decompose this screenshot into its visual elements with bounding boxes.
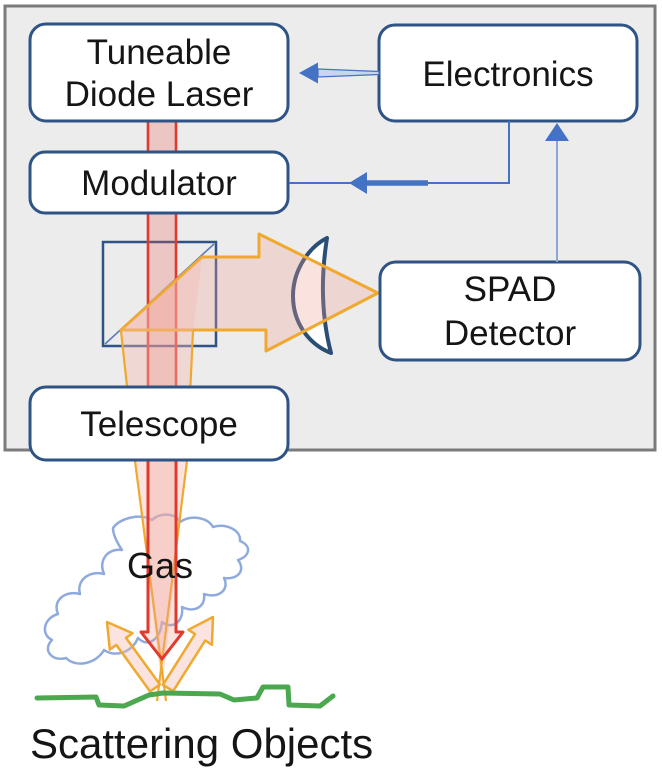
ground-line — [34, 684, 336, 709]
node-tuneable-diode-laser: Tuneable Diode Laser — [28, 22, 290, 123]
laser-beam-down-arrow — [139, 458, 185, 661]
telescope-box — [28, 385, 290, 462]
arrowhead-up-icon — [545, 123, 569, 141]
scatter-arrow-up-right — [161, 615, 215, 693]
modulator-label: Modulator — [81, 164, 237, 203]
modulator-box — [28, 150, 290, 215]
arrowhead-left-icon — [349, 172, 367, 194]
node-telescope: Telescope — [28, 385, 290, 462]
electronics-label: Electronics — [422, 55, 593, 94]
connector-electronics-to-modulator — [289, 121, 510, 194]
scattered-light-arrow-to-detector — [119, 232, 380, 353]
collection-lens — [291, 236, 333, 355]
node-modulator: Modulator — [28, 150, 290, 215]
tuneable-diode-laser-box — [28, 22, 290, 123]
tuneable-diode-laser-label-line1: Tuneable — [87, 33, 232, 72]
gas-cloud — [43, 513, 250, 665]
return-beam-lower-left-edge — [133, 460, 168, 702]
beam-splitter-cube — [101, 240, 218, 348]
return-beam-lower-right-edge — [155, 460, 189, 702]
node-electronics: Electronics — [377, 23, 639, 123]
gas-label: Gas — [127, 545, 193, 586]
connector-spad-to-electronics — [545, 123, 569, 262]
spad-detector-label-line2: Detector — [444, 314, 577, 353]
spad-detector-label-line1: SPAD — [464, 270, 557, 309]
connector-electronics-to-laser — [299, 62, 380, 84]
scatter-arrow-up-left — [105, 620, 162, 693]
node-spad-detector: SPAD Detector — [378, 260, 642, 362]
telescope-label: Telescope — [80, 405, 238, 444]
arrowhead-left-icon — [299, 62, 318, 84]
spad-detector-box — [378, 260, 642, 362]
scattering-objects-label: Scattering Objects — [30, 720, 373, 767]
tuneable-diode-laser-label-line2: Diode Laser — [65, 75, 254, 114]
